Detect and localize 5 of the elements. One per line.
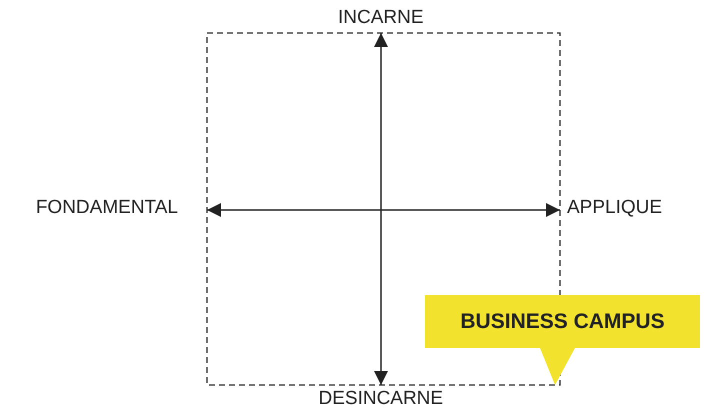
axis-label: FONDAMENTAL (36, 197, 178, 219)
axis-label: INCARNE (338, 7, 424, 29)
axis-label: DESINCARNE (318, 388, 444, 410)
callout-text: BUSINESS CAMPUS (460, 310, 665, 334)
axis-label: APPLIQUE (567, 197, 662, 219)
